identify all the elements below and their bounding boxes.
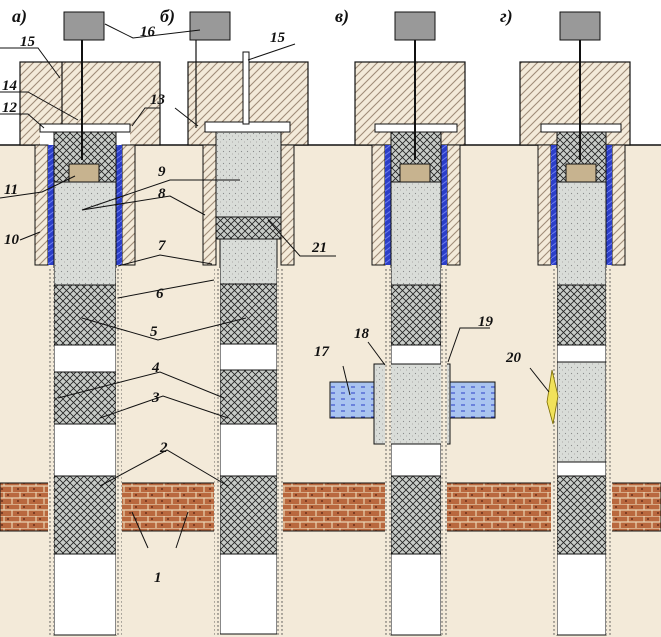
label-11: 11 (4, 182, 18, 198)
panel-label-a: а) (12, 6, 27, 27)
label-21: 21 (311, 240, 327, 256)
label-15-b: 15 (270, 30, 286, 46)
label-12: 12 (2, 100, 18, 116)
label-5: 5 (150, 324, 158, 340)
label-20: 20 (505, 350, 522, 366)
label-9: 9 (158, 164, 166, 180)
label-7: 7 (158, 238, 166, 254)
label-3: 3 (151, 390, 160, 406)
label-15: 15 (20, 34, 36, 50)
label-13: 13 (150, 92, 166, 108)
label-19: 19 (478, 314, 494, 330)
label-10: 10 (4, 232, 20, 248)
label-17: 17 (314, 344, 330, 360)
label-6: 6 (156, 286, 164, 302)
panel-label-v: в) (335, 6, 349, 27)
label-4: 4 (151, 360, 160, 376)
label-2: 2 (159, 440, 168, 456)
label-8: 8 (158, 186, 166, 202)
panel-label-b: б) (160, 6, 175, 27)
label-1: 1 (154, 570, 162, 586)
label-16: 16 (140, 24, 156, 40)
label-14: 14 (2, 78, 18, 94)
panel-label-g: г) (500, 6, 513, 27)
label-18: 18 (354, 326, 370, 342)
